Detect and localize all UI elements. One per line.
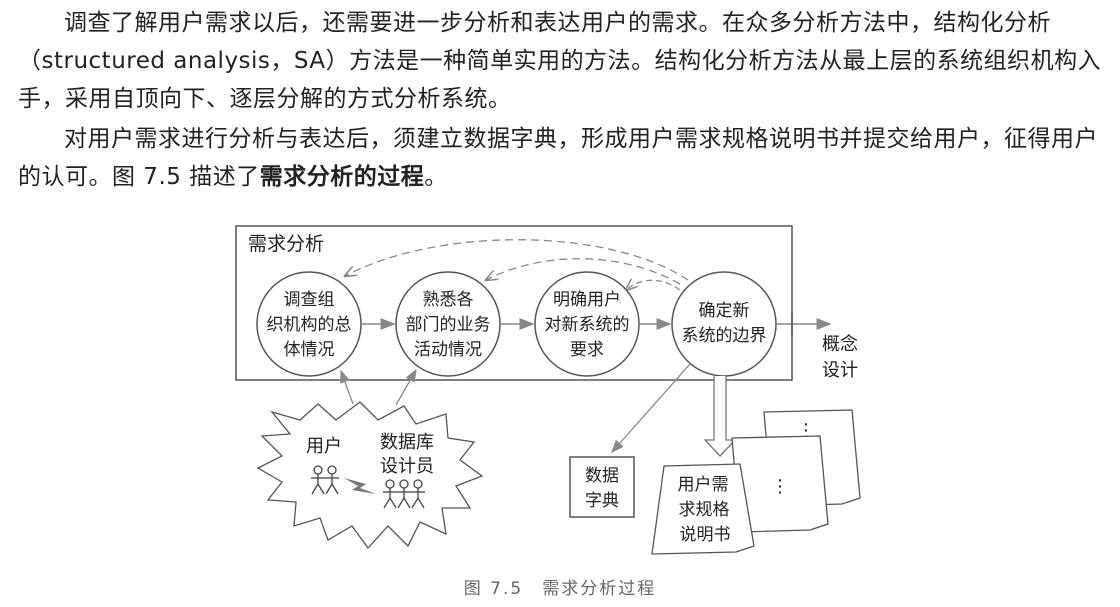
- designer-figures-icon: [383, 479, 425, 509]
- spec-doc-line2: 求规格: [679, 500, 730, 520]
- analysis-frame: [235, 225, 793, 381]
- figure-caption: 图 7.5 需求分析过程: [463, 579, 657, 599]
- output-line2: 设计: [822, 360, 858, 381]
- step1-line1: 调查组: [284, 290, 335, 310]
- user-figures-icon: [311, 465, 339, 495]
- spec-doc-line3: 说明书: [680, 525, 731, 545]
- step3-line1: 明确用户: [553, 290, 621, 310]
- step2-line3: 活动情况: [414, 340, 482, 360]
- step2-line1: 熟悉各: [423, 289, 474, 310]
- step3-line2: 对新系统的: [545, 315, 630, 335]
- paragraph-end: 。: [424, 164, 448, 190]
- input-arrow-1: [340, 369, 354, 405]
- spec-doc-line1: 用户需: [678, 475, 729, 495]
- user-group-burst: [256, 401, 484, 550]
- step1-line3: 体情况: [284, 340, 335, 360]
- spec-doc-front: [651, 463, 755, 555]
- output-line1: 概念: [822, 333, 858, 355]
- user-label: 用户: [306, 436, 342, 457]
- input-arrow-2: [395, 368, 417, 406]
- spec-output-arrow: [703, 376, 737, 457]
- step4-line2: 系统的边界: [682, 326, 767, 346]
- paragraph-text: 对用户需求进行分析与表达后，须建立数据字典，形成用户需求规格说明书并提交给用户，…: [18, 126, 1098, 190]
- communication-bolt-icon: [344, 478, 376, 494]
- designer-label-line1: 数据库: [380, 432, 434, 453]
- step2-line2: 部门的业务: [406, 315, 491, 335]
- feedback-arc-long: [345, 239, 689, 281]
- intro-paragraph: 调查了解用户需求以后，还需要进一步分析和表达用户的需求。在众多分析方法中，结构化…: [18, 10, 1102, 112]
- process-paragraph: 对用户需求进行分析与表达后，须建立数据字典，形成用户需求规格说明书并提交给用户，…: [18, 120, 1102, 196]
- dictionary-line1: 数据: [585, 466, 619, 486]
- ellipsis-middle: ⋮: [771, 476, 789, 497]
- dictionary-line2: 字典: [585, 491, 619, 511]
- dictionary-arrow: [611, 363, 691, 453]
- step-circle-4: [671, 271, 777, 377]
- emphasis-text: 需求分析的过程: [259, 164, 425, 190]
- feedback-arc-short: [626, 280, 681, 290]
- data-dictionary-box: [569, 456, 635, 518]
- step4-line1: 确定新: [699, 301, 750, 321]
- frame-label: 需求分析: [248, 233, 324, 255]
- step3-line3: 要求: [570, 340, 604, 360]
- step1-line2: 织机构的总: [267, 315, 352, 335]
- designer-label-line2: 设计员: [380, 456, 434, 477]
